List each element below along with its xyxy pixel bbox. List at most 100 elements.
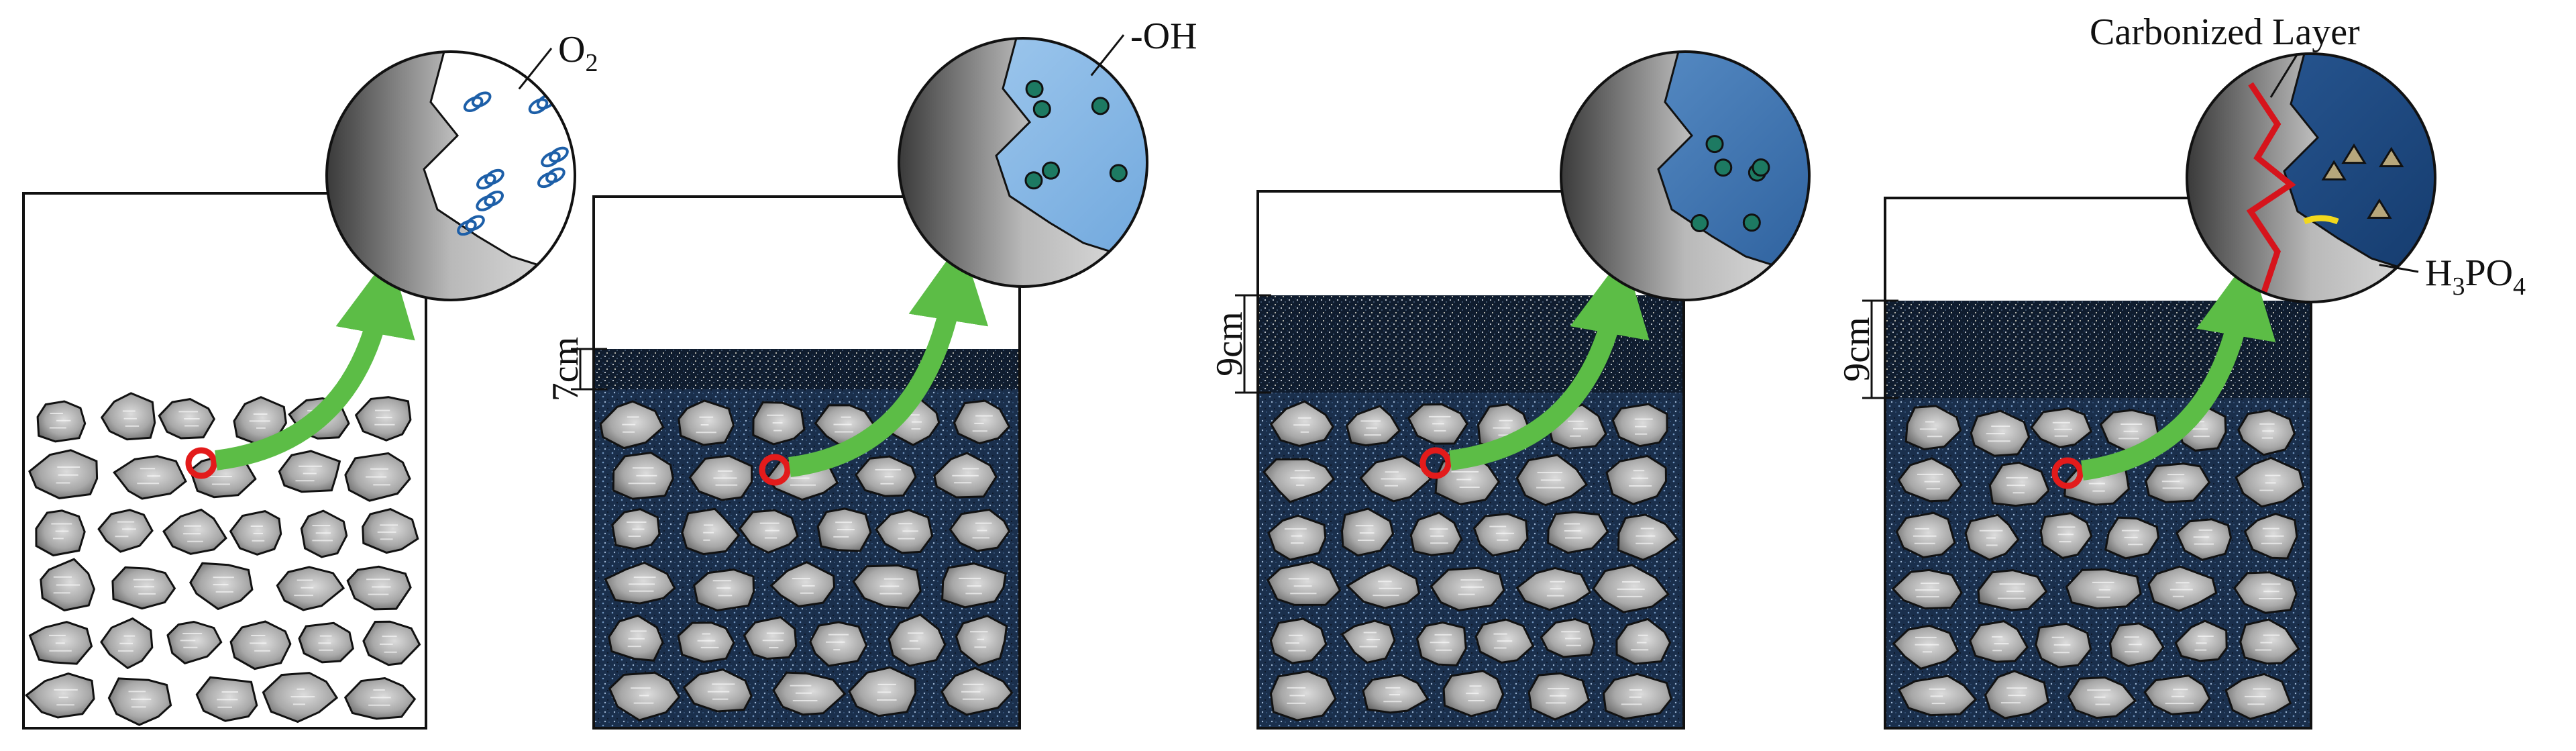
- aggregate-stone: [35, 509, 86, 557]
- aggregate-stone: [1969, 620, 2029, 663]
- aggregate-stone: [166, 620, 223, 664]
- zoom-bubble: [2186, 52, 2436, 303]
- aggregate-stone: [682, 668, 753, 713]
- oxygen-molecule: [471, 91, 492, 108]
- zoom-arrow: [788, 240, 989, 477]
- reactive-particle: [1714, 158, 1733, 177]
- aggregate-stone: [1362, 674, 1430, 714]
- phosphoric-acid-particle: [2321, 160, 2347, 181]
- aggregate-stone: [2176, 518, 2233, 561]
- bubble-outline: [325, 50, 576, 301]
- aggregate-stone: [354, 396, 412, 442]
- bubble-stone-wall: [2187, 54, 2435, 302]
- phosphoric-acid-particle: [2379, 146, 2404, 168]
- reaction-highlight: [2303, 215, 2339, 225]
- aggregate-stone: [107, 677, 172, 726]
- bubble-outline: [898, 37, 1148, 288]
- aggregate-stone: [1897, 457, 1963, 503]
- aggregate-stone: [1345, 405, 1401, 447]
- zoom-bubble: [898, 37, 1148, 288]
- aggregate-stone: [100, 392, 156, 441]
- aggregate-stone: [278, 450, 341, 493]
- carbonized-boundary: [2246, 82, 2296, 293]
- aggregate-stone: [2237, 409, 2296, 456]
- depth-label: 9cm: [1836, 317, 1878, 381]
- depth-label: 7cm: [545, 337, 586, 401]
- reactive-particle: [1091, 97, 1110, 115]
- aggregate-stone: [1472, 513, 1529, 557]
- reactive-particle: [1705, 135, 1724, 154]
- aggregate-stone: [1891, 568, 1963, 610]
- oxygen-molecule: [457, 219, 477, 236]
- aggregate-stone: [1895, 511, 1956, 559]
- aggregate-stone: [229, 620, 292, 670]
- aggregate-stone: [2030, 407, 2093, 449]
- aggregate-stone: [1904, 405, 1962, 451]
- sample-marker: [759, 454, 791, 486]
- aggregate-stone: [769, 561, 836, 608]
- aggregate-stone: [1267, 514, 1327, 561]
- aggregate-stone: [1430, 566, 1505, 612]
- oxygen-molecule: [463, 96, 484, 113]
- aggregate-stone: [1546, 511, 1609, 554]
- aggregate-stone: [162, 508, 227, 555]
- oxygen-molecule: [465, 215, 485, 232]
- aggregate-stone: [2239, 618, 2300, 665]
- sample-marker: [1419, 447, 1452, 479]
- aggregate-stone: [1269, 617, 1328, 664]
- oxygen-molecule: [476, 173, 496, 190]
- panel-1-dry: O2: [22, 29, 598, 730]
- aggregate-stone: [24, 672, 95, 719]
- oxygen-molecule: [541, 151, 561, 168]
- aggregate-stone: [189, 562, 254, 611]
- aggregate-stone: [36, 400, 87, 443]
- reactive-particle: [1032, 100, 1051, 119]
- species-label: H3PO4: [2425, 252, 2526, 301]
- callout-leader: [2379, 264, 2419, 273]
- oxygen-molecule: [528, 98, 549, 115]
- aggregate-stone: [681, 507, 741, 556]
- aggregate-stone: [2147, 565, 2218, 612]
- aggregate-stone: [809, 621, 868, 667]
- reactive-particle: [1024, 171, 1043, 190]
- phosphoric-acid-particle: [2367, 198, 2392, 219]
- oxygen-molecule: [484, 168, 504, 185]
- panel-3-deeper: 9cm: [1209, 50, 1811, 730]
- aggregate-stone: [1615, 617, 1672, 665]
- aggregate-stone: [1602, 672, 1672, 720]
- zoom-arrow: [2081, 256, 2276, 481]
- aggregate-stone: [953, 399, 1011, 445]
- aggregate-stone: [1340, 619, 1396, 664]
- oxygen-molecule: [484, 191, 504, 207]
- zoom-bubble: [325, 50, 576, 301]
- phosphoric-acid-particle: [2341, 143, 2367, 164]
- sample-marker: [2051, 457, 2084, 489]
- oxygen-molecule: [545, 167, 566, 184]
- aggregate-stone: [1605, 454, 1668, 505]
- aggregate-stone: [362, 620, 421, 666]
- aggregate-stone: [2145, 462, 2211, 503]
- aggregate-stone: [692, 568, 755, 612]
- reactive-particle: [1752, 158, 1770, 177]
- zoom-arrow: [1449, 254, 1650, 470]
- aggregate-stone: [743, 615, 798, 660]
- aggregate-stone: [113, 455, 187, 500]
- aggregate-stone: [343, 677, 417, 720]
- aggregate-stone: [1892, 624, 1960, 670]
- species-label: O2: [558, 29, 598, 77]
- aggregate-stone: [1346, 564, 1421, 609]
- aggregate-stone: [1409, 511, 1463, 556]
- aggregate-stone: [1415, 621, 1467, 666]
- aggregate-stone: [346, 565, 412, 611]
- sample-marker: [185, 447, 217, 479]
- species-label: -OH: [1130, 15, 1197, 57]
- carbonized-layer-label: Carbonized Layer: [2090, 11, 2360, 53]
- aggregate-stone: [2143, 674, 2211, 715]
- aggregate-stone: [1988, 461, 2050, 507]
- aggregate-stone: [2039, 512, 2093, 560]
- aggregate-stone: [738, 509, 799, 554]
- reactive-particle: [1025, 80, 1044, 99]
- aggregate-stone: [608, 671, 681, 721]
- oxygen-molecule: [537, 172, 557, 189]
